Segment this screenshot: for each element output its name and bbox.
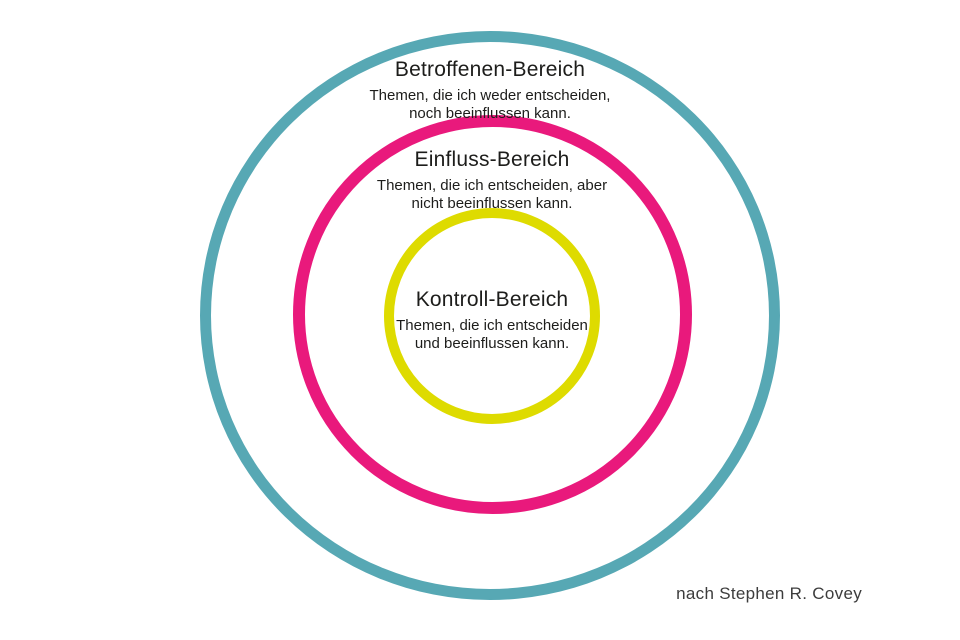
kontroll-bereich-title: Kontroll-Bereich — [415, 288, 569, 311]
betroffenen-bereich-label: Betroffenen-Bereich Themen, die ich wede… — [290, 57, 690, 123]
einfluss-bereich-description-line2: nicht beeinflussen kann. — [411, 195, 573, 212]
kontroll-bereich-ring — [384, 208, 600, 424]
einfluss-bereich-title: Einfluss-Bereich — [414, 148, 570, 171]
einfluss-bereich-description-line1: Themen, die ich entscheiden, aber — [376, 177, 608, 194]
betroffenen-bereich-ring — [200, 31, 780, 600]
betroffenen-bereich-title: Betroffenen-Bereich — [394, 58, 586, 81]
kontroll-bereich-description-line2: und beeinflussen kann. — [414, 335, 570, 352]
einfluss-bereich-label: Einfluss-Bereich Themen, die ich entsche… — [292, 147, 692, 213]
attribution-text: nach Stephen R. Covey — [676, 584, 862, 603]
kontroll-bereich-label: Kontroll-Bereich Themen, die ich entsche… — [342, 287, 642, 353]
kontroll-bereich-description-line1: Themen, die ich entscheiden — [396, 317, 588, 334]
betroffenen-bereich-description-line1: Themen, die ich weder entscheiden, — [369, 87, 611, 104]
betroffenen-bereich-description-line2: noch beeinflussen kann. — [409, 105, 571, 122]
